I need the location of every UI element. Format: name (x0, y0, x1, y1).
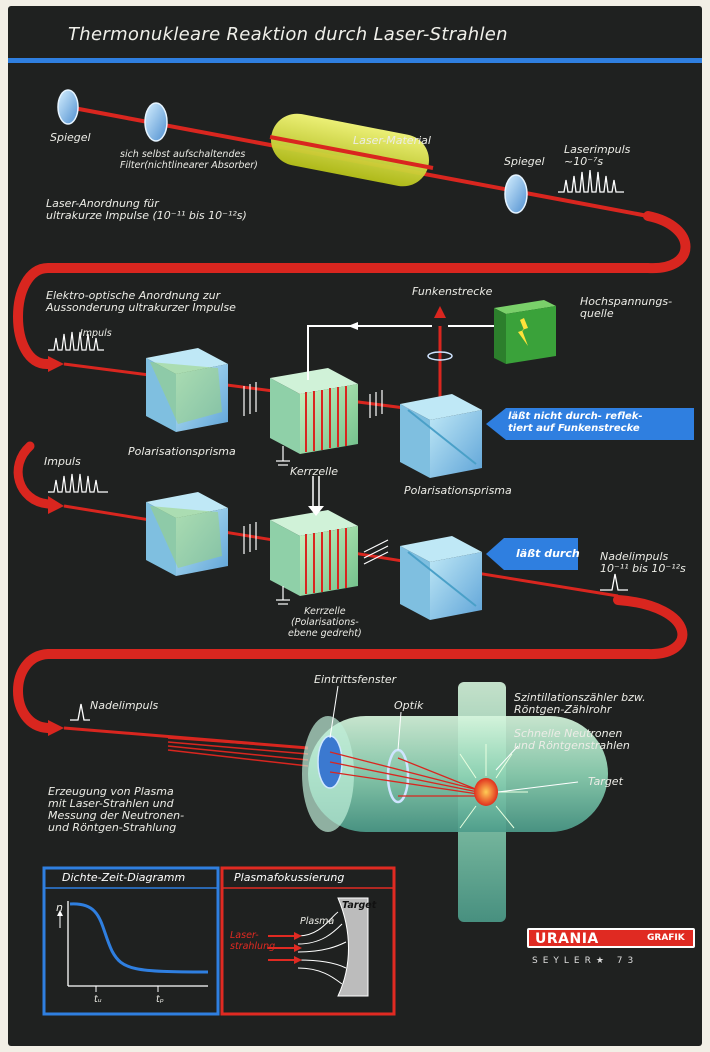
label-spiegel-left: Spiegel (50, 131, 91, 144)
needle-pulse-2 (70, 703, 90, 721)
label-spiegel-right: Spiegel (504, 155, 545, 168)
label-polarisationsprisma-1: Polarisationsprisma (128, 445, 236, 458)
laser-beam-2 (63, 362, 429, 413)
label-target: Target (588, 775, 623, 788)
dichte-t2: tₚ (156, 994, 164, 1005)
dichte-ylabel: n (56, 901, 63, 914)
pointer-optik (397, 711, 402, 751)
ground-symbol-1 (276, 446, 290, 466)
wire-1 (307, 325, 432, 380)
beam-connector-3 (13, 595, 688, 733)
artist-signature: SEYLER★ 73 (532, 956, 639, 966)
label-kerrzelle-1: Kerrzelle (290, 465, 339, 478)
polarization-prism-1 (146, 348, 228, 432)
rotated-polarization-arrows (363, 539, 389, 565)
label-elektro-optisch: Elektro-optische Anordnung zur Aussonder… (46, 289, 236, 314)
impulse-train-2 (48, 473, 108, 493)
label-eintrittsfenster: Eintrittsfenster (314, 673, 397, 686)
label-schnelle: Schnelle Neutronen und Röntgenstrahlen (514, 727, 630, 752)
plasma-target-shape (337, 897, 369, 997)
label-nadelimpuls-1: Nadelimpuls 10⁻¹¹ bis 10⁻¹²s (600, 550, 686, 575)
label-laserimpuls: Laserimpuls ~10⁻⁷s (564, 143, 631, 168)
label-laser-material: Laser-Material (353, 134, 431, 147)
impulse-train-1 (48, 331, 104, 351)
plasma-target-label: Target (342, 900, 377, 911)
plasma-laser-label: Laser- strahlung (230, 930, 276, 952)
polarization-arrows-1 (243, 382, 257, 416)
pointer-eintritt (329, 685, 339, 739)
beam-arrow-1 (48, 356, 64, 372)
polarization-arrows-2 (369, 390, 383, 418)
mirror-left (57, 89, 79, 125)
blocked-arrow (486, 408, 694, 440)
dichte-t1: tᵤ (94, 994, 102, 1005)
urania-logo: URANIA GRAFIK (527, 928, 695, 948)
logo-sub: GRAFIK (647, 933, 685, 943)
label-polarisationsprisma-2: Polarisationsprisma (404, 484, 512, 497)
focused-beam (329, 751, 479, 797)
label-erzeugung: Erzeugung von Plasma mit Laser-Strahlen … (48, 785, 185, 834)
logo-main: URANIA (535, 931, 599, 947)
target-point (474, 778, 498, 806)
page-title: Thermonukleare Reaktion durch Laser-Stra… (68, 24, 508, 45)
diagram-canvas (8, 58, 702, 1016)
mirror-right (504, 174, 528, 214)
voltage-input-arrow (312, 476, 320, 506)
lens (427, 351, 453, 361)
polarization-prism-3 (146, 492, 228, 576)
dichte-title: Dichte-Zeit-Diagramm (62, 871, 186, 884)
label-impuls-2: Impuls (44, 455, 81, 468)
pointer-schnelle (495, 745, 519, 771)
needle-pulse-1 (600, 573, 628, 591)
plasma-lines (297, 911, 347, 985)
polarization-arrows-3 (243, 522, 257, 554)
laser-material-rod (269, 113, 434, 187)
label-szintillation: Szintillationszähler bzw. Röntgen-Zählro… (514, 691, 646, 716)
absorber-filter (144, 102, 168, 142)
spark-gap-arrow (434, 306, 446, 318)
label-laesst-nicht: läßt nicht durch- reflek- tiert auf Funk… (508, 411, 643, 434)
beam-connector-2 (13, 441, 53, 509)
high-voltage-source (494, 300, 556, 364)
label-impuls-1: Impuls (80, 328, 112, 339)
ground-symbol-2 (276, 586, 290, 605)
pass-arrow (486, 538, 578, 570)
pointer-target (497, 781, 579, 793)
plasma-box (220, 866, 396, 1016)
plasma-label: Plasma (300, 916, 335, 927)
label-laser-anordnung: Laser-Anordnung für ultrakurze Impulse (… (46, 197, 247, 222)
label-nadelimpuls-2: Nadelimpuls (90, 699, 159, 712)
polarization-prism-2 (400, 394, 482, 478)
polarization-prism-4 (400, 536, 482, 620)
beam-connector-1 (13, 211, 691, 370)
plasma-title: Plasmafokussierung (234, 871, 345, 884)
beam-bundle (167, 737, 309, 767)
density-curve (69, 902, 209, 974)
plasma-laser-arrows (268, 935, 296, 961)
poster: Thermonukleare Reaktion durch Laser-Stra… (8, 6, 702, 1046)
label-funkenstrecke: Funkenstrecke (412, 285, 493, 298)
label-laesst-durch: läßt durch (516, 547, 580, 560)
label-kerrzelle-2: Kerrzelle (Polarisations- ebene gedreht) (288, 606, 362, 639)
kerr-cell-1 (270, 368, 358, 454)
laser-pulse-train (558, 169, 624, 193)
label-optik: Optik (394, 699, 424, 712)
vacuum-chamber (302, 682, 608, 922)
beam-arrow-3 (48, 720, 64, 736)
dichte-zeit-box (42, 866, 220, 1016)
label-hochspannung: Hochspannungs- quelle (580, 295, 673, 320)
radiation-rays (459, 744, 528, 829)
beam-arrow-2 (48, 496, 64, 514)
label-absorber: sich selbst aufschaltendes Filter(nichtl… (120, 149, 258, 171)
header-rule (8, 58, 702, 63)
kerr-cell-2 (270, 510, 358, 596)
